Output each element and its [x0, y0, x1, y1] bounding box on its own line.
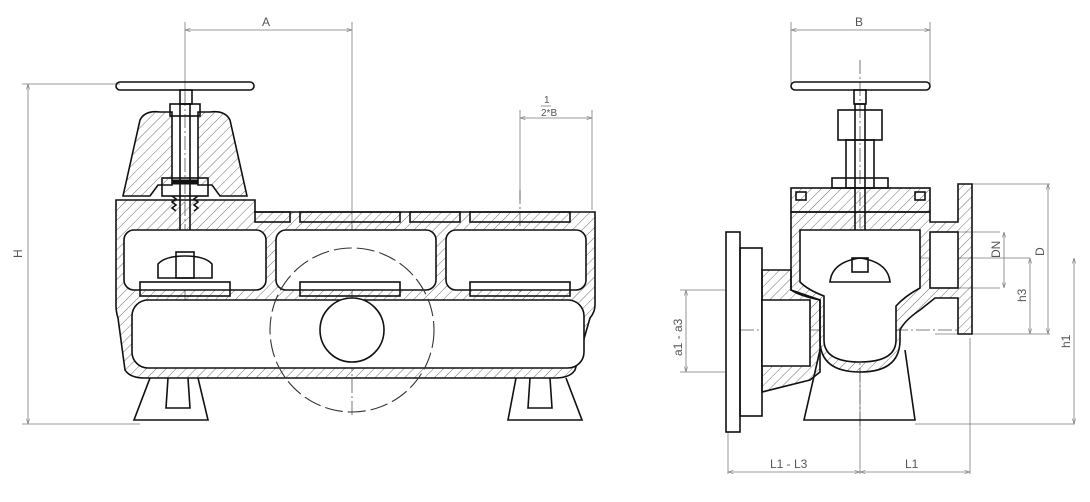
label-dn: DN — [989, 241, 1003, 258]
label-l-range: L1 - L3 — [770, 457, 808, 471]
side-view — [680, 22, 1075, 474]
label-l1: L1 — [905, 457, 919, 471]
label-a-range: a1 - a3 — [671, 318, 685, 356]
label-a: A — [262, 15, 270, 29]
label-h1: h1 — [1059, 334, 1073, 348]
label-h: H — [11, 249, 25, 258]
label-h3: h3 — [1015, 288, 1029, 302]
label-half-b-den: 2*B — [541, 108, 557, 119]
label-b: B — [855, 15, 863, 29]
label-d: D — [1033, 247, 1047, 256]
label-half-b-num: 1 — [544, 95, 550, 106]
front-view — [22, 22, 596, 425]
